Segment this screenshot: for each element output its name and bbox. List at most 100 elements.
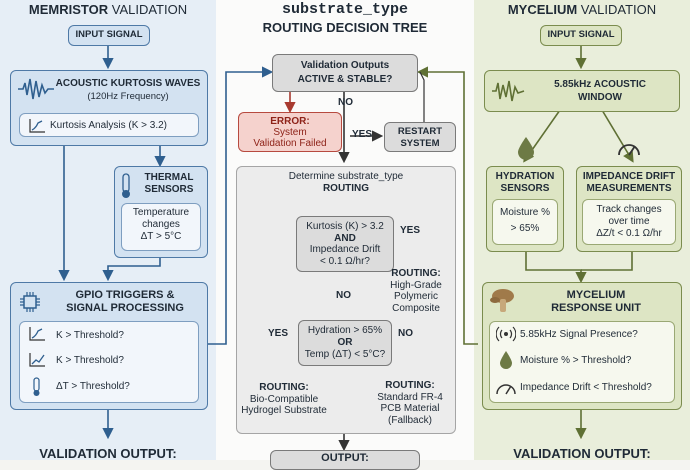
waveform-icon: [18, 78, 54, 100]
restart-line-2: SYSTEM: [400, 138, 440, 149]
acoustic-subtitle: (120Hz Frequency): [87, 91, 169, 102]
gauge-icon: [496, 384, 516, 395]
trend-chart-icon: [29, 327, 45, 341]
kurtosis-analysis-text: Kurtosis Analysis (K > 3.2): [50, 120, 167, 131]
r3-line-1: Standard FR-4: [377, 391, 443, 403]
q1-line-2: ACTIVE & STABLE?: [297, 74, 393, 85]
gpio-checks-box: K > Threshold? K > Threshold? ΔT > Thres…: [19, 321, 199, 403]
error-line-1: System: [273, 127, 307, 138]
acoustic-window-box: 5.85kHz ACOUSTIC WINDOW: [484, 70, 680, 112]
trend-chart-icon: [29, 119, 45, 133]
mycelium-title: MYCELIUM VALIDATION: [474, 2, 690, 17]
mushroom-icon: [490, 289, 514, 312]
determine-line-1: Determine substrate_type: [288, 171, 404, 182]
unit-title-2: RESPONSE UNIT: [551, 302, 641, 314]
no-label-1: NO: [338, 97, 353, 108]
impedance-detail-box: Track changes over time ΔZ/t < 0.1 Ω/hr: [582, 199, 676, 245]
memristor-title: MEMRISTOR VALIDATION: [0, 2, 216, 17]
yes-label-1: YES: [352, 129, 373, 140]
response-check-2: Moisture % > Threshold?: [520, 355, 632, 366]
r1-title: ROUTING:: [391, 268, 441, 279]
q3-or: OR: [337, 337, 353, 348]
memristor-validation-output: VALIDATION OUTPUT:: [39, 446, 177, 461]
gpio-check-1: K > Threshold?: [56, 330, 124, 341]
mycelium-input-signal: INPUT SIGNAL: [540, 25, 622, 46]
response-check-1: 5.85kHz Signal Presence?: [520, 329, 638, 340]
gpio-check-3: ΔT > Threshold?: [56, 381, 130, 392]
window-line-1: 5.85kHz ACOUSTIC: [554, 79, 646, 90]
q3-line-2: Temp (ΔT) < 5°C?: [304, 349, 386, 360]
determine-line-2: ROUTING: [322, 183, 370, 194]
imp-line-2: over time: [608, 216, 650, 227]
imp-line-1: Track changes: [596, 204, 662, 215]
acoustic-window-title: 5.85kHz ACOUSTIC WINDOW: [525, 78, 675, 104]
water-drop-icon: [500, 351, 512, 369]
thermometer-icon: [122, 173, 130, 198]
q2-line-2: Impedance Drift: [309, 244, 381, 255]
thermal-sensors-box: THERMAL SENSORS Temperature changes ΔT >…: [114, 166, 208, 258]
q3-line-1: Hydration > 65%: [307, 325, 383, 336]
gpio-title: GPIO TRIGGERS & SIGNAL PROCESSING: [45, 289, 205, 315]
thermal-line-1: Temperature: [132, 207, 190, 218]
r3-title: ROUTING:: [385, 380, 435, 391]
validation-active-question: Validation Outputs ACTIVE & STABLE?: [272, 54, 418, 92]
waveform-icon: [492, 80, 525, 102]
hydration-detail-box: Moisture % > 65%: [492, 199, 558, 245]
acoustic-kurtosis-box: ACOUSTIC KURTOSIS WAVES (120Hz Frequency…: [10, 70, 208, 146]
hyd-title-1: HYDRATION: [495, 171, 555, 182]
unit-title-1: MYCELIUM: [566, 289, 626, 301]
yes-label-3: YES: [268, 328, 289, 339]
memristor-title-strong: MEMRISTOR: [28, 2, 109, 17]
gpio-title-line-1: GPIO TRIGGERS &: [75, 289, 175, 301]
rising-chart-icon: [29, 353, 45, 367]
memristor-input-signal: INPUT SIGNAL: [68, 25, 150, 46]
hydration-temp-question: Hydration > 65% OR Temp (ΔT) < 5°C?: [298, 320, 392, 366]
r2-line-1: Bio-Compatible: [249, 393, 319, 405]
routing-fr4-fallback: ROUTING: Standard FR-4 PCB Material (Fal…: [368, 380, 452, 426]
restart-line-1: RESTART: [397, 126, 443, 137]
r3-line-2: PCB Material: [380, 403, 440, 414]
error-title: ERROR:: [270, 116, 310, 127]
yes-label-2: YES: [400, 225, 421, 236]
routing-polymeric-composite: ROUTING: High-Grade Polymeric Composite: [380, 268, 452, 314]
imp-title-1: IMPEDANCE DRIFT: [582, 171, 676, 182]
mycelium-validation-output: VALIDATION OUTPUT:: [513, 446, 651, 461]
memristor-title-light: VALIDATION: [111, 2, 188, 17]
q2-and: AND: [334, 232, 356, 244]
thermal-line-3: ΔT > 5°C: [140, 231, 182, 242]
routing-title-mono: substrate_type: [281, 1, 409, 18]
gauge-icon: [618, 144, 640, 156]
error-line-2: Validation Failed: [253, 138, 327, 149]
routing-output: OUTPUT:: [270, 450, 420, 470]
q2-line-1: Kurtosis (K) > 3.2: [306, 221, 384, 232]
mycelium-title-strong: MYCELIUM: [507, 2, 578, 17]
gpio-title-line-2: SIGNAL PROCESSING: [66, 302, 184, 314]
r1-line-2: Polymeric: [394, 291, 438, 302]
thermal-title-text: THERMAL SENSORS: [144, 172, 194, 195]
hyd-line-1: Moisture %: [499, 207, 550, 218]
r1-line-3: Composite: [392, 302, 440, 314]
imp-title-2: MEASUREMENTS: [586, 183, 672, 194]
impedance-drift-box: IMPEDANCE DRIFT MEASUREMENTS Track chang…: [576, 166, 682, 252]
q1-line-1: Validation Outputs: [300, 60, 390, 71]
imp-line-3: ΔZ/t < 0.1 Ω/hr: [596, 228, 662, 239]
water-drop-icon: [518, 137, 534, 160]
restart-system-box: RESTART SYSTEM: [384, 122, 456, 152]
signal-broadcast-icon: [496, 326, 516, 342]
q2-line-3: < 0.1 Ω/hr?: [319, 255, 370, 267]
error-box: ERROR: System Validation Failed: [238, 112, 342, 152]
hyd-line-2: > 65%: [510, 223, 540, 234]
thermometer-icon: [33, 377, 40, 396]
gpio-processing-box: GPIO TRIGGERS & SIGNAL PROCESSING K > Th…: [10, 282, 208, 410]
thermal-title: THERMAL SENSORS: [133, 172, 205, 196]
r2-line-2: Hydrogel Substrate: [241, 405, 327, 416]
hydration-sensors-box: HYDRATION SENSORS Moisture % > 65%: [486, 166, 564, 252]
r2-title: ROUTING:: [259, 382, 309, 393]
window-line-2: WINDOW: [578, 92, 622, 103]
routing-hydrogel-substrate: ROUTING: Bio-Compatible Hydrogel Substra…: [236, 382, 332, 417]
kurtosis-impedance-question: Kurtosis (K) > 3.2 AND Impedance Drift <…: [296, 216, 394, 272]
routing-title: ROUTING DECISION TREE: [262, 20, 428, 35]
response-unit-title: MYCELIUM RESPONSE UNIT: [513, 289, 679, 315]
response-check-3: Impedance Drift < Threshold?: [520, 382, 652, 393]
thermal-line-2: changes: [142, 219, 180, 230]
